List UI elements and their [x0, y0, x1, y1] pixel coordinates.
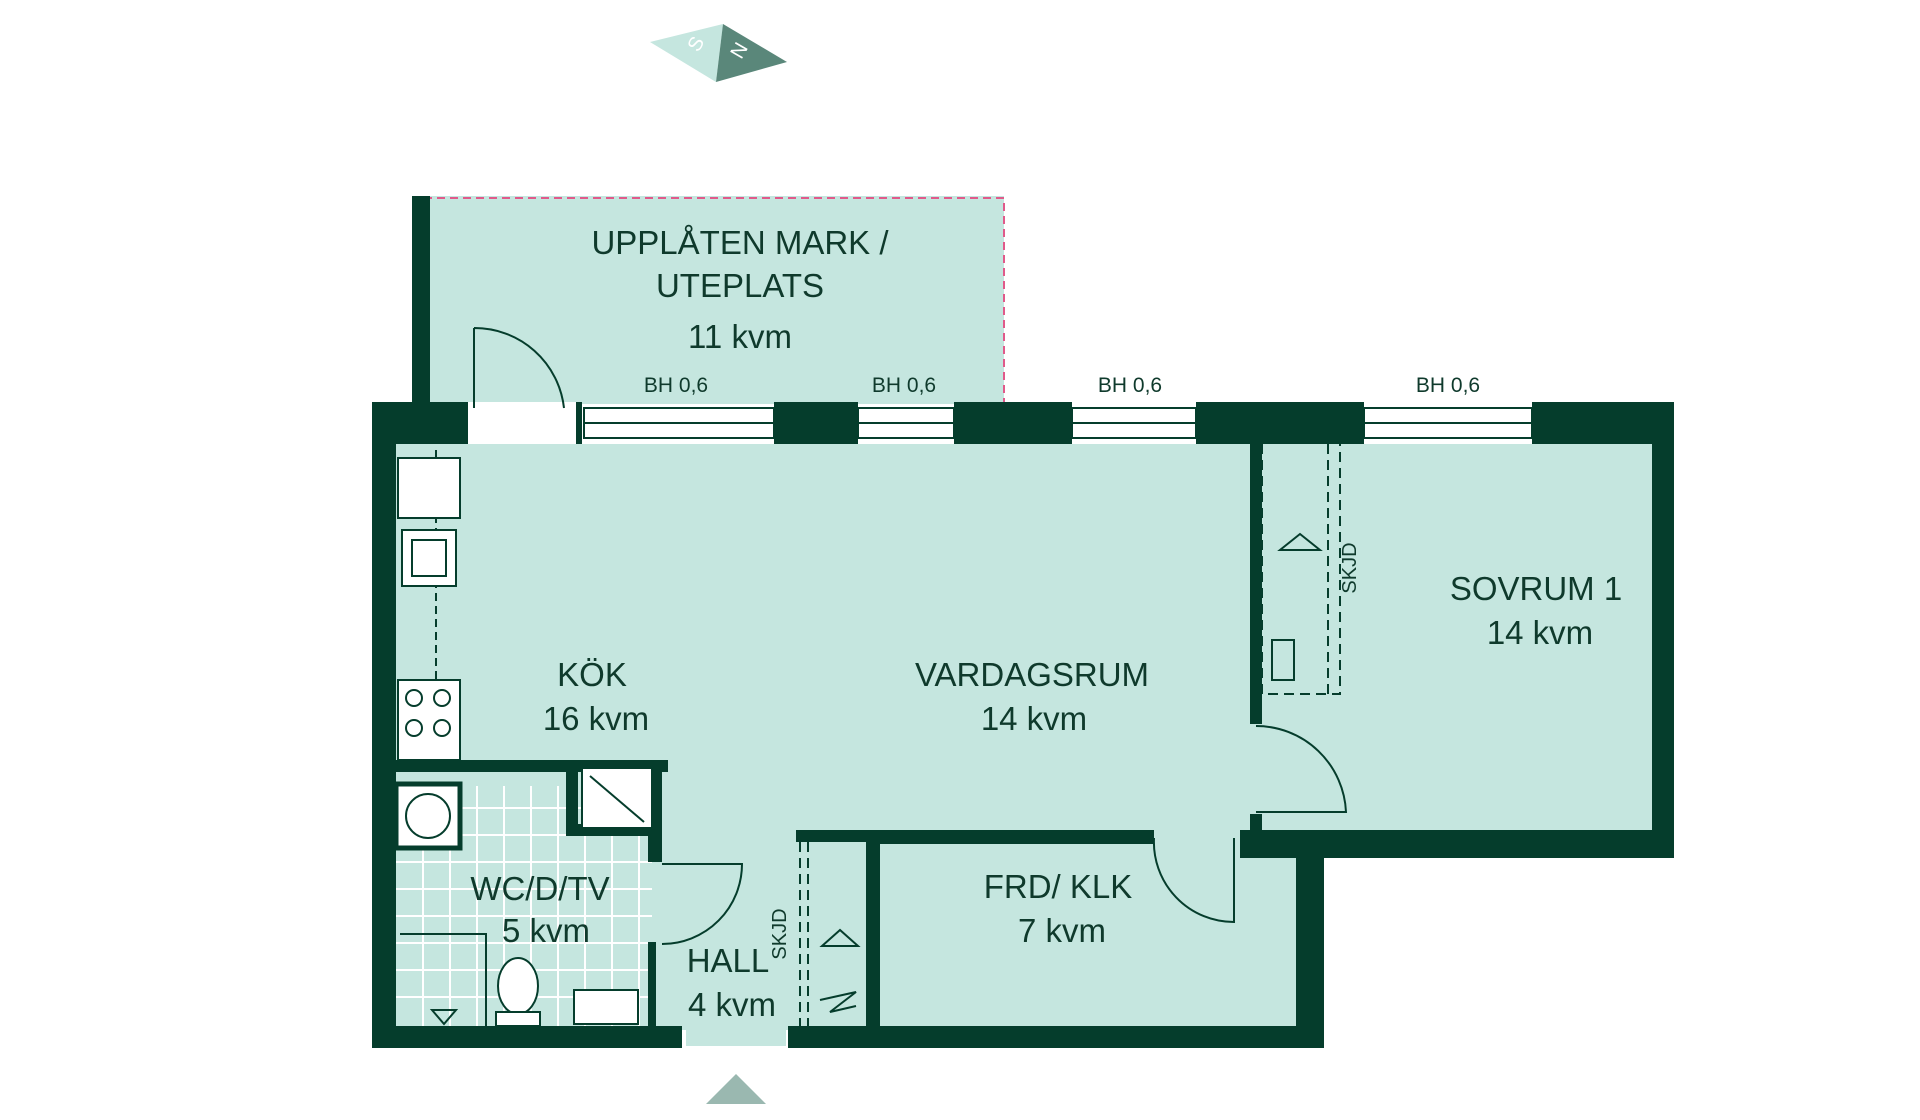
kok-name: KÖK: [557, 656, 627, 693]
vardagsrum-name: VARDAGSRUM: [915, 656, 1149, 693]
window-label-2: BH 0,6: [872, 374, 936, 397]
wc-area: 5 kvm: [502, 912, 590, 949]
wc-name: WC/D/TV: [470, 870, 609, 907]
wash-basin-icon: [573, 989, 639, 1025]
frd-door-icon: [1152, 837, 1235, 924]
doors: [473, 326, 1348, 945]
uteplats-label-line2: UTEPLATS: [656, 267, 824, 304]
fridge-icon: [397, 457, 461, 519]
toilet-icon: [497, 957, 539, 1015]
frd-name: FRD/ KLK: [984, 868, 1133, 905]
hall-closet-label: SKJD: [769, 908, 791, 959]
compass: S N: [650, 24, 787, 82]
terrace-boundary: [424, 197, 1005, 404]
compass-south-icon: [650, 24, 723, 82]
kitchen-counter: [397, 450, 461, 761]
sovrum-area: 14 kvm: [1487, 614, 1593, 651]
hanger-icon: [1277, 532, 1323, 551]
hall-area: 4 kvm: [688, 986, 776, 1023]
vardagsrum-area: 14 kvm: [981, 700, 1087, 737]
compass-north-icon: [716, 24, 787, 82]
interior-floor: [396, 444, 1660, 1046]
window-label-4: BH 0,6: [1416, 374, 1480, 397]
hall-hanger-icon: [819, 928, 861, 947]
hall-closet: [799, 842, 809, 1026]
window-label-3: BH 0,6: [1098, 374, 1162, 397]
electric-panel-icon: [819, 991, 857, 1013]
closets: [799, 444, 1341, 1026]
terrace-area: [424, 196, 1004, 404]
frd-area: 7 kvm: [1018, 912, 1106, 949]
uteplats-area: 11 kvm: [688, 318, 792, 355]
bathroom-door-icon: [661, 863, 744, 945]
windows: [583, 407, 1533, 439]
kok-area: 16 kvm: [543, 700, 649, 737]
sovrum-name: SOVRUM 1: [1450, 570, 1622, 607]
sovrum-closet: [1261, 444, 1341, 695]
wc-fixtures: [393, 767, 653, 1027]
terrace-door-opening: [468, 402, 576, 444]
uteplats-label-line1: UPPLÅTEN MARK /: [591, 224, 889, 261]
sovrum-closet-label: SKJD: [1339, 542, 1361, 593]
sovrum-door-icon: [1255, 724, 1348, 813]
entrance-arrow-icon: [706, 1074, 766, 1104]
hall-name: HALL: [687, 942, 770, 979]
shower-icon: [400, 933, 487, 1026]
labels: UPPLÅTEN MARK / UTEPLATS 11 kvm BH 0,6 B…: [470, 224, 1622, 1023]
sink-icon: [401, 529, 457, 587]
terrace-wall: [412, 196, 430, 406]
terrace-door-icon: [473, 326, 565, 409]
drawers-icon: [1271, 639, 1295, 681]
window-label-1: BH 0,6: [644, 374, 708, 397]
